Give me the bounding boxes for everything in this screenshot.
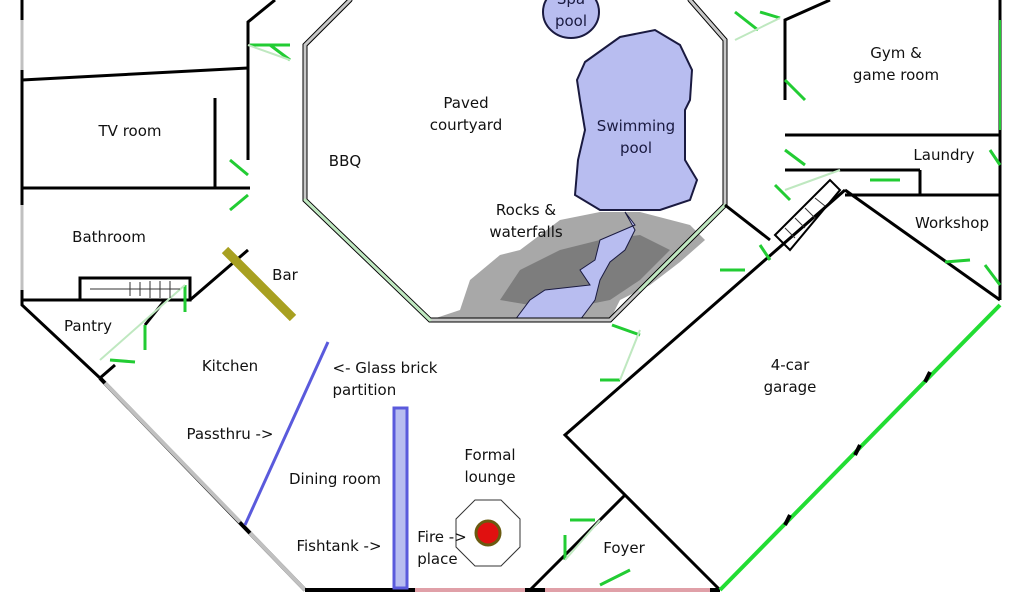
kitchen-label: Kitchen: [201, 357, 259, 375]
courtyard-glass: [302, 0, 728, 323]
passthru-label: Passthru ->: [186, 425, 274, 443]
glass-brick-partition: [243, 341, 330, 526]
garage-doors: [718, 303, 1002, 592]
outer-windows: [20, 20, 1001, 592]
door-arcs: [99, 17, 841, 561]
formal-lounge-label: Formal lounge: [464, 446, 516, 486]
fire-icon: [474, 519, 502, 547]
fishtank-label: Fishtank ->: [296, 537, 382, 555]
waterfall-stream: [514, 211, 636, 321]
foyer-label: Foyer: [603, 539, 645, 557]
bbq-label: BBQ: [328, 152, 362, 170]
courtyard-label: Paved courtyard: [429, 94, 503, 134]
fishtank: [392, 406, 409, 590]
glass-brick-label: <- Glass brick partition: [332, 359, 438, 399]
swimming-pool-label: Swimming pool: [596, 117, 676, 157]
bar-label: Bar: [272, 266, 298, 284]
spa-pool: [542, 0, 600, 39]
rocks-label: Rocks & waterfalls: [489, 201, 563, 241]
stairs-icon: [90, 178, 842, 298]
dining-room-label: Dining room: [289, 470, 381, 488]
spa-pool-label: Spa pool: [554, 0, 588, 30]
door-swings: [109, 10, 1002, 587]
garage-label: 4-car garage: [763, 356, 817, 396]
tv-room-label: TV room: [98, 122, 162, 140]
gym-label: Gym & game room: [852, 44, 940, 84]
bathroom-label: Bathroom: [72, 228, 146, 246]
fireplace-label: Fire -> place: [417, 528, 467, 568]
swimming-pool: [573, 28, 699, 211]
laundry-label: Laundry: [913, 146, 975, 164]
bar-counter: [221, 246, 297, 322]
workshop-label: Workshop: [914, 214, 990, 232]
pantry-label: Pantry: [64, 317, 112, 335]
